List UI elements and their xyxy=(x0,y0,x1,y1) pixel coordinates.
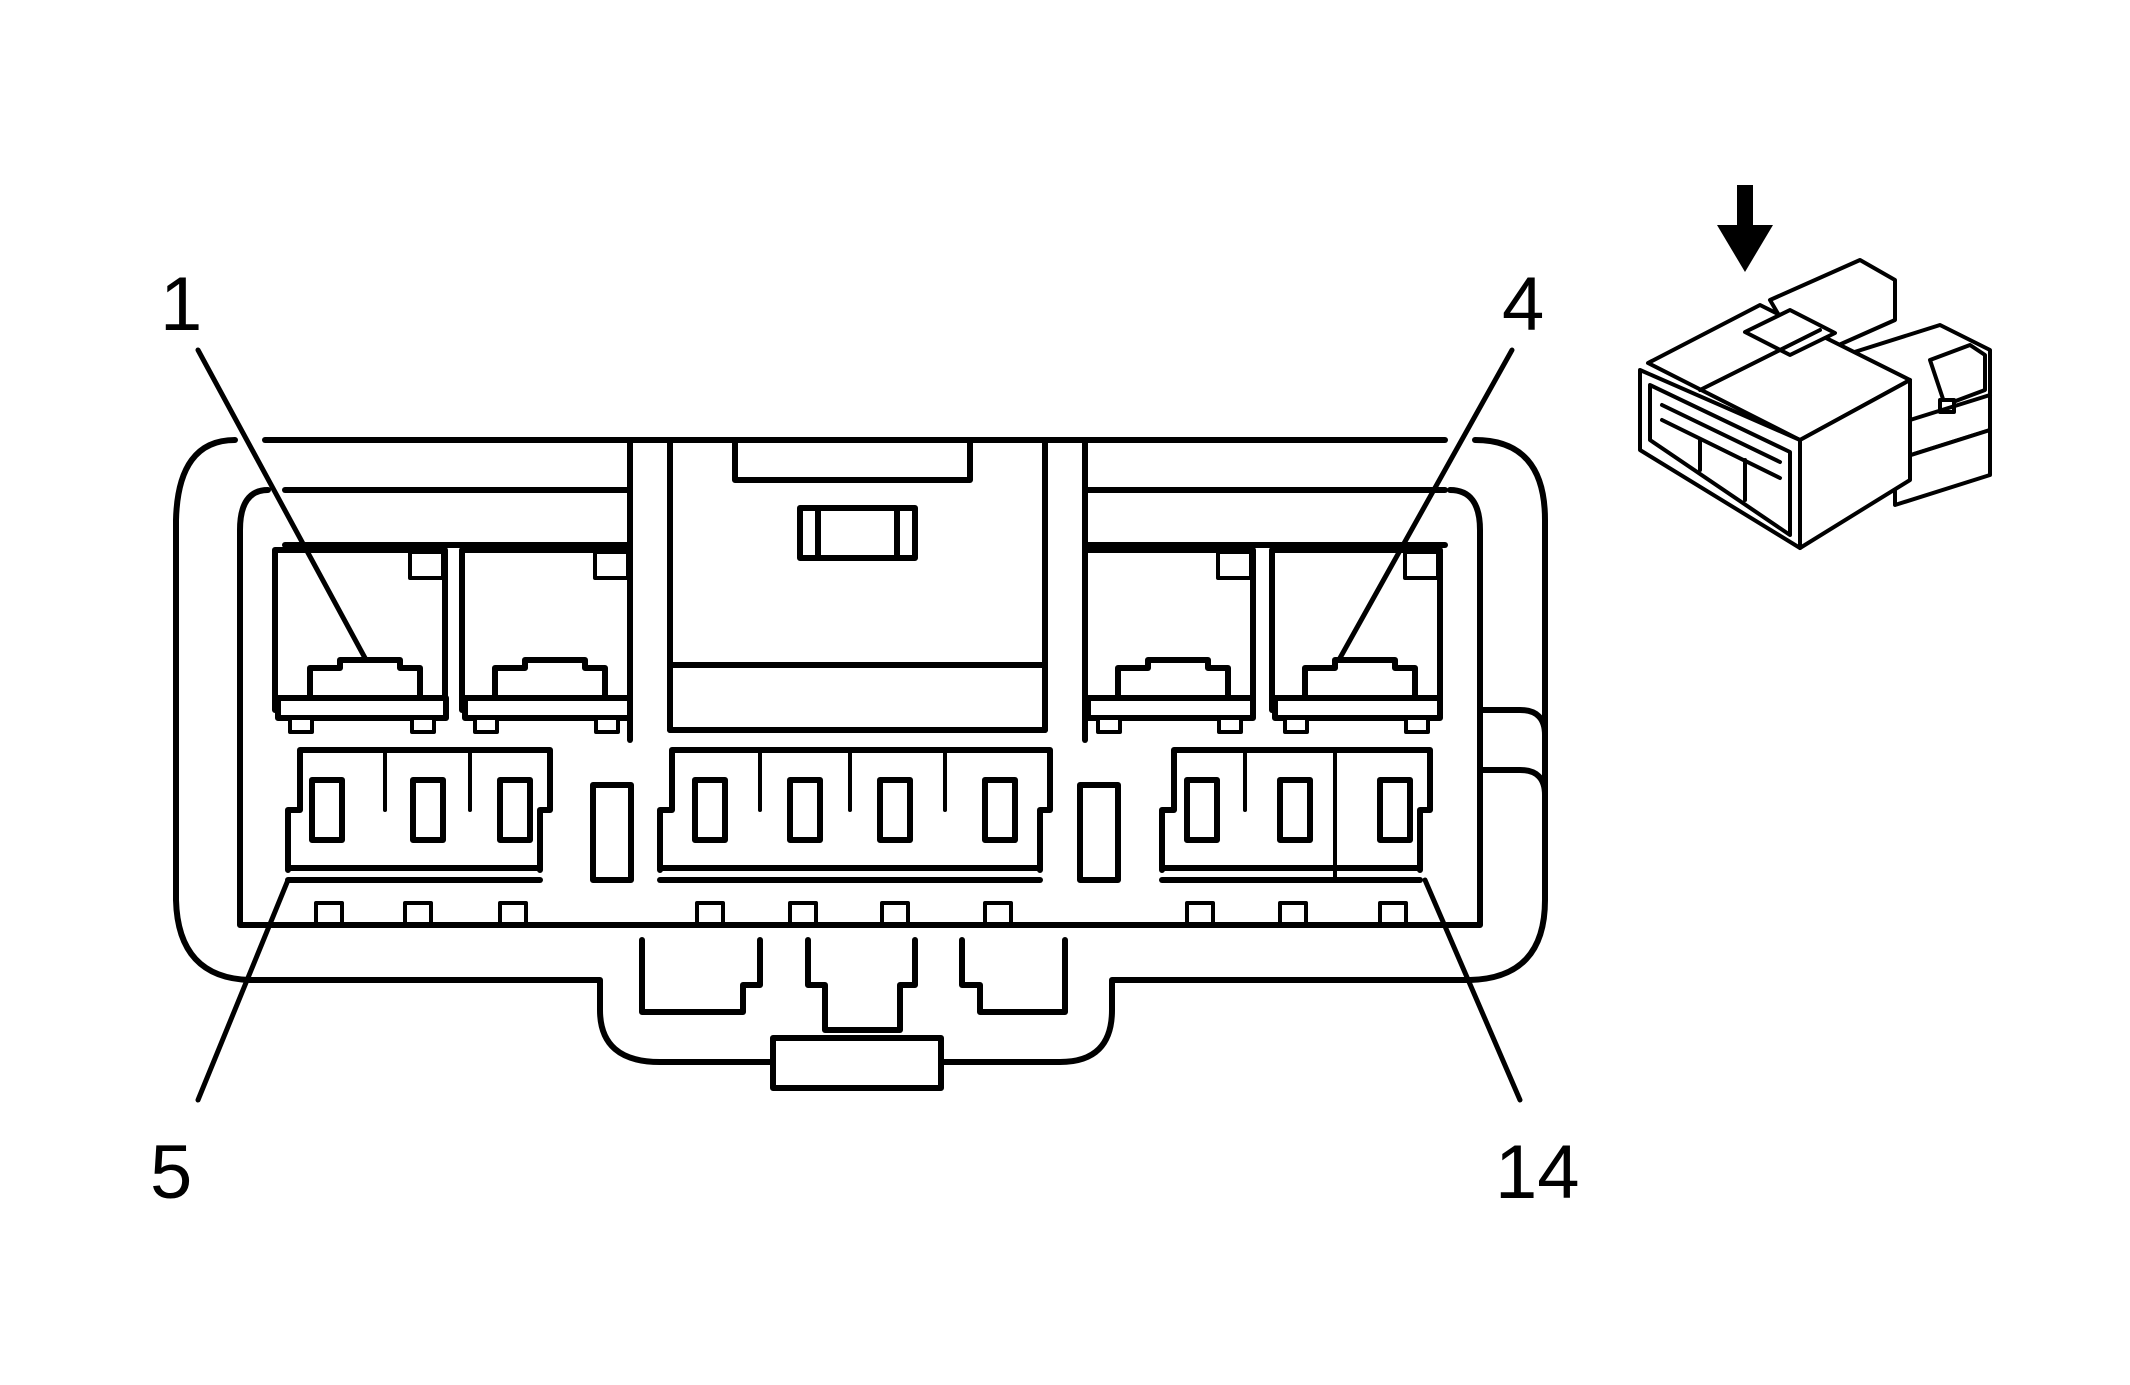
down-arrow-icon xyxy=(1717,185,1773,272)
connector-3d-icon xyxy=(1638,258,1992,550)
small-terminal-row xyxy=(285,747,1433,927)
pin-1-label: 1 xyxy=(160,262,202,347)
small-cavity-group-middle xyxy=(657,747,1053,927)
pin-5-label: 5 xyxy=(150,1130,192,1215)
cavity-1 xyxy=(272,547,449,734)
pin-14-label: 14 xyxy=(1495,1130,1580,1215)
pin-leader-lines xyxy=(195,347,1523,1103)
cavity-4 xyxy=(1269,547,1443,734)
keying-post-left xyxy=(590,782,634,883)
small-cavity-group-right xyxy=(1159,747,1433,927)
keying-post-right xyxy=(1077,782,1121,883)
center-lock-window xyxy=(667,437,1048,733)
small-cavity-group-left xyxy=(285,747,553,927)
large-terminal-cavities xyxy=(272,547,1443,734)
cavity-3 xyxy=(1082,547,1256,734)
bottom-latch xyxy=(639,937,1068,1091)
pin-4-label: 4 xyxy=(1502,262,1544,347)
connector-housing xyxy=(173,437,1548,1065)
cavity-2 xyxy=(459,547,633,734)
